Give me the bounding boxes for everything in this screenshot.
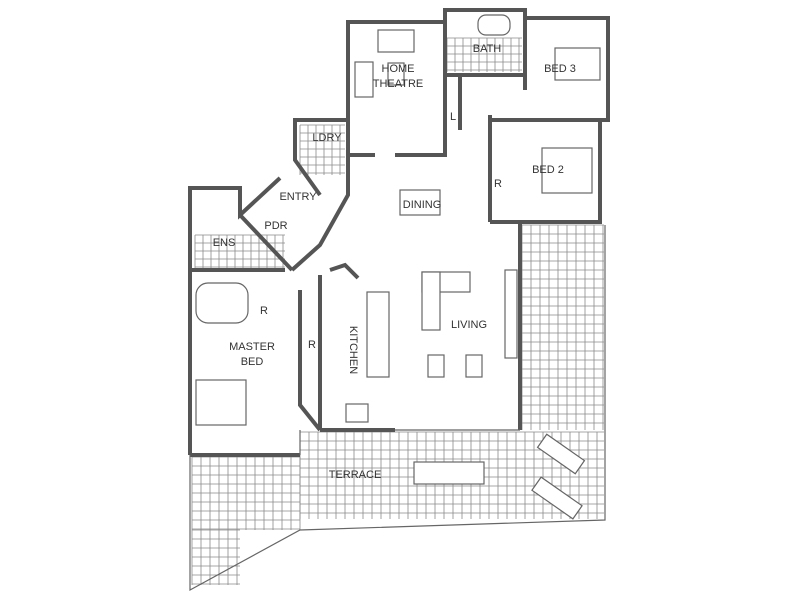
label-master-bed-2: BED [241, 356, 264, 368]
label-terrace: TERRACE [329, 469, 382, 481]
label-entry: ENTRY [279, 191, 317, 203]
label-laundry: LDRY [312, 132, 342, 144]
label-ensuite: ENS [213, 237, 236, 249]
label-master-bed: MASTER [229, 341, 275, 353]
label-linen: L [450, 111, 456, 123]
label-home-theatre: HOME [382, 63, 415, 75]
label-master-robe: R [308, 339, 316, 351]
label-bed2-robe: R [494, 178, 502, 190]
label-living: LIVING [451, 319, 487, 331]
walls [188, 8, 610, 592]
label-kitchen: KITCHEN [347, 326, 359, 374]
label-bath: BATH [473, 43, 502, 55]
label-powder: PDR [264, 220, 287, 232]
room-labels: HOME THEATRE BATH BED 3 L LDRY BED 2 R E… [213, 43, 576, 481]
label-ensuite-robe: R [260, 305, 268, 317]
label-bed2: BED 2 [532, 164, 564, 176]
label-bed3: BED 3 [544, 63, 576, 75]
furniture [195, 14, 601, 520]
tiled-areas [191, 37, 604, 585]
label-dining: DINING [403, 199, 442, 211]
label-home-theatre-2: THEATRE [373, 78, 424, 90]
